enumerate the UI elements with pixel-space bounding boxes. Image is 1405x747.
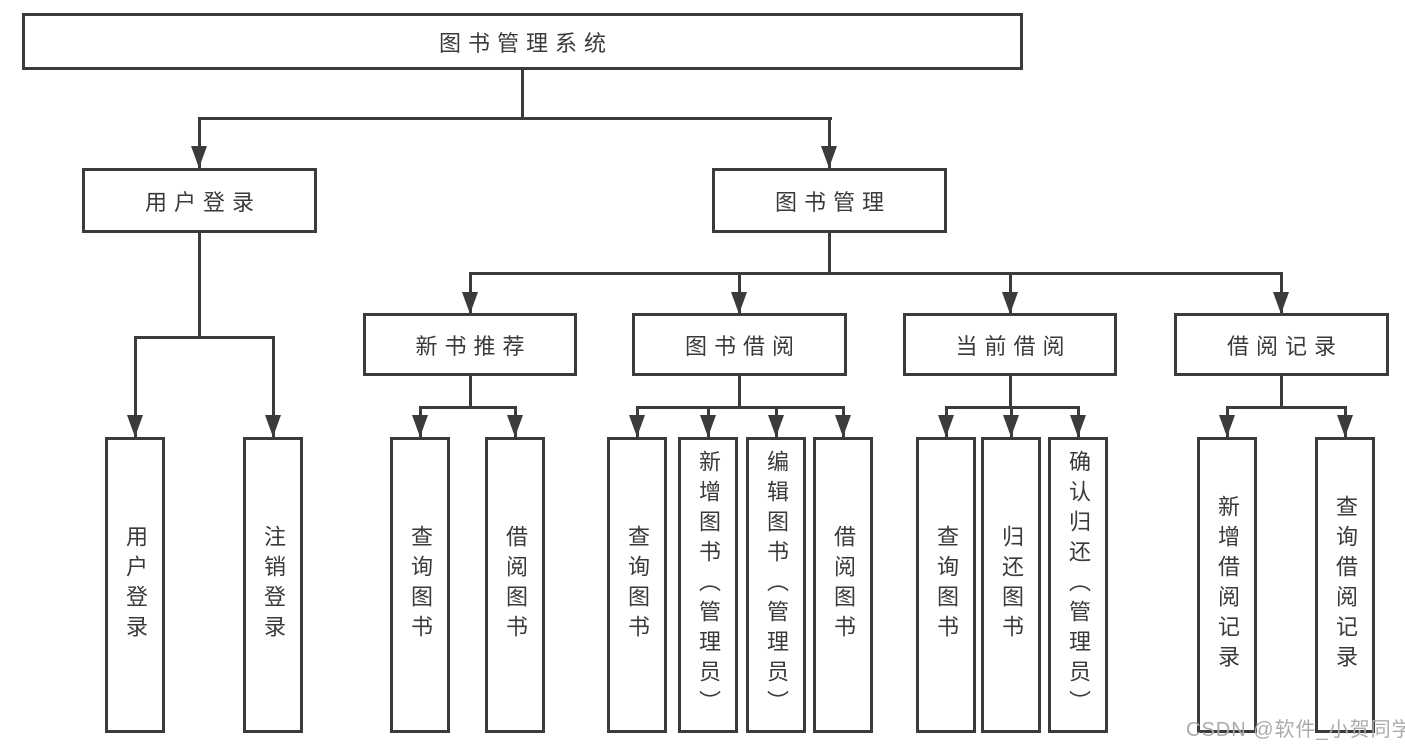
arrowhead-down: [835, 415, 851, 437]
node-book-borrowing: 图书借阅: [632, 313, 847, 376]
leaf-label: 编辑图书（管理员）: [764, 450, 789, 720]
connector: [1280, 376, 1283, 409]
connector: [469, 376, 472, 409]
leaf-label: 借阅图书: [831, 525, 856, 645]
connector: [828, 117, 831, 168]
connector: [1226, 406, 1347, 409]
connector: [134, 336, 275, 339]
leaf-label: 注销登录: [261, 525, 286, 645]
connector: [198, 233, 201, 338]
node-library-management-system: 图书管理系统: [22, 13, 1023, 70]
connector: [1009, 376, 1012, 409]
arrowhead-down: [629, 415, 645, 437]
node-label: 用户登录: [144, 189, 261, 215]
leaf-return-books: 归还图书: [981, 437, 1041, 733]
leaf-label: 查询借阅记录: [1333, 495, 1358, 675]
connector: [198, 117, 832, 120]
connector: [828, 233, 831, 274]
leaf-label: 确认归还（管理员）: [1066, 450, 1091, 720]
connector: [272, 336, 275, 437]
leaf-label: 借阅图书: [503, 525, 528, 645]
node-label: 借阅记录: [1226, 333, 1343, 359]
leaf-label: 用户登录: [123, 525, 148, 645]
node-current-borrowing: 当前借阅: [903, 313, 1117, 376]
connector: [198, 117, 201, 168]
leaf-query-borrow-record: 查询借阅记录: [1315, 437, 1375, 733]
arrowhead-down: [462, 292, 478, 314]
arrowhead-down: [1002, 292, 1018, 314]
leaf-borrow-books-borrowing: 借阅图书: [813, 437, 873, 733]
leaf-borrow-books-recommend: 借阅图书: [485, 437, 545, 733]
arrowhead-down: [938, 415, 954, 437]
connector: [636, 406, 845, 409]
connector: [419, 406, 517, 409]
node-user-login: 用户登录: [82, 168, 317, 233]
node-borrowing-records: 借阅记录: [1174, 313, 1389, 376]
arrowhead-down: [700, 415, 716, 437]
arrowhead-down: [821, 146, 837, 168]
arrowhead-down: [412, 415, 428, 437]
arrowhead-down: [265, 415, 281, 437]
leaf-user-login: 用户登录: [105, 437, 165, 733]
connector: [134, 336, 137, 437]
connector: [469, 272, 1283, 275]
leaf-label: 新增图书（管理员）: [696, 450, 721, 720]
leaf-label: 查询图书: [408, 525, 433, 645]
leaf-add-book-admin: 新增图书（管理员）: [678, 437, 738, 733]
leaf-label: 归还图书: [999, 525, 1024, 645]
node-label: 图书借阅: [684, 333, 801, 359]
arrowhead-down: [1219, 415, 1235, 437]
leaf-label: 新增借阅记录: [1215, 495, 1240, 675]
connector: [521, 69, 524, 119]
arrowhead-down: [731, 292, 747, 314]
leaf-label: 查询图书: [934, 525, 959, 645]
leaf-query-books-recommend: 查询图书: [390, 437, 450, 733]
arrowhead-down: [1273, 292, 1289, 314]
leaf-logout: 注销登录: [243, 437, 303, 733]
arrowhead-down: [507, 415, 523, 437]
node-label: 图书管理系统: [438, 30, 613, 56]
node-new-book-recommendation: 新书推荐: [363, 313, 577, 376]
leaf-query-books-current: 查询图书: [916, 437, 976, 733]
leaf-query-books-borrowing: 查询图书: [607, 437, 667, 733]
leaf-edit-book-admin: 编辑图书（管理员）: [746, 437, 806, 733]
node-label: 图书管理: [774, 189, 891, 215]
node-label: 当前借阅: [955, 333, 1072, 359]
leaf-confirm-return-admin: 确认归还（管理员）: [1048, 437, 1108, 733]
arrowhead-down: [1003, 415, 1019, 437]
leaf-add-borrow-record: 新增借阅记录: [1197, 437, 1257, 733]
arrowhead-down: [1070, 415, 1086, 437]
connector: [738, 376, 741, 409]
arrowhead-down: [127, 415, 143, 437]
node-label: 新书推荐: [415, 333, 532, 359]
leaf-label: 查询图书: [625, 525, 650, 645]
arrowhead-down: [768, 415, 784, 437]
node-book-management: 图书管理: [712, 168, 947, 233]
arrowhead-down: [191, 146, 207, 168]
arrowhead-down: [1337, 415, 1353, 437]
watermark: CSDN @软件_小贺同学: [1186, 719, 1405, 741]
